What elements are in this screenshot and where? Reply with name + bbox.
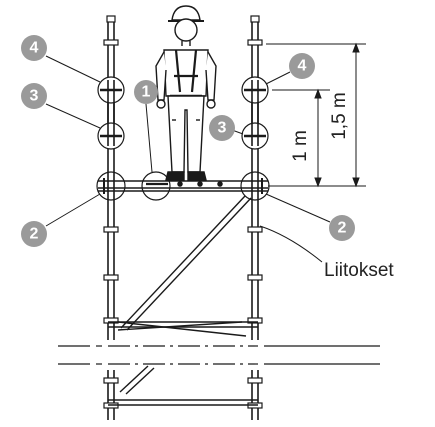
dimension-1-5m-label: 1,5 m <box>329 92 350 140</box>
badge-left-2: 2 <box>21 221 47 247</box>
guardrail-ticks <box>100 80 266 146</box>
platform-deck <box>98 172 268 200</box>
lower-ledgers <box>108 321 258 406</box>
badge-right-4-number: 4 <box>298 58 307 75</box>
badge-left-4-number: 4 <box>30 40 39 57</box>
badge-left-2-number: 2 <box>30 226 39 243</box>
badge-right-4: 4 <box>289 53 315 79</box>
break-lines <box>58 345 380 365</box>
badge-right-3-number: 3 <box>218 120 227 137</box>
worker-figure <box>155 5 217 181</box>
badge-right-2: 2 <box>329 215 355 241</box>
joints-label: Liitokset <box>324 260 394 281</box>
dimension-lines <box>266 42 366 188</box>
badge-left-4: 4 <box>21 35 47 61</box>
badge-center-1: 1 <box>134 80 158 104</box>
badge-center-1-number: 1 <box>142 84 151 101</box>
badge-right-3: 3 <box>209 115 235 141</box>
leader-lines <box>45 55 331 263</box>
dimension-1m-label: 1 m <box>290 130 311 162</box>
badge-left-3: 3 <box>21 83 47 109</box>
diagonal-braces <box>117 195 252 395</box>
badge-left-3-number: 3 <box>30 88 39 105</box>
badge-right-2-number: 2 <box>338 220 347 237</box>
